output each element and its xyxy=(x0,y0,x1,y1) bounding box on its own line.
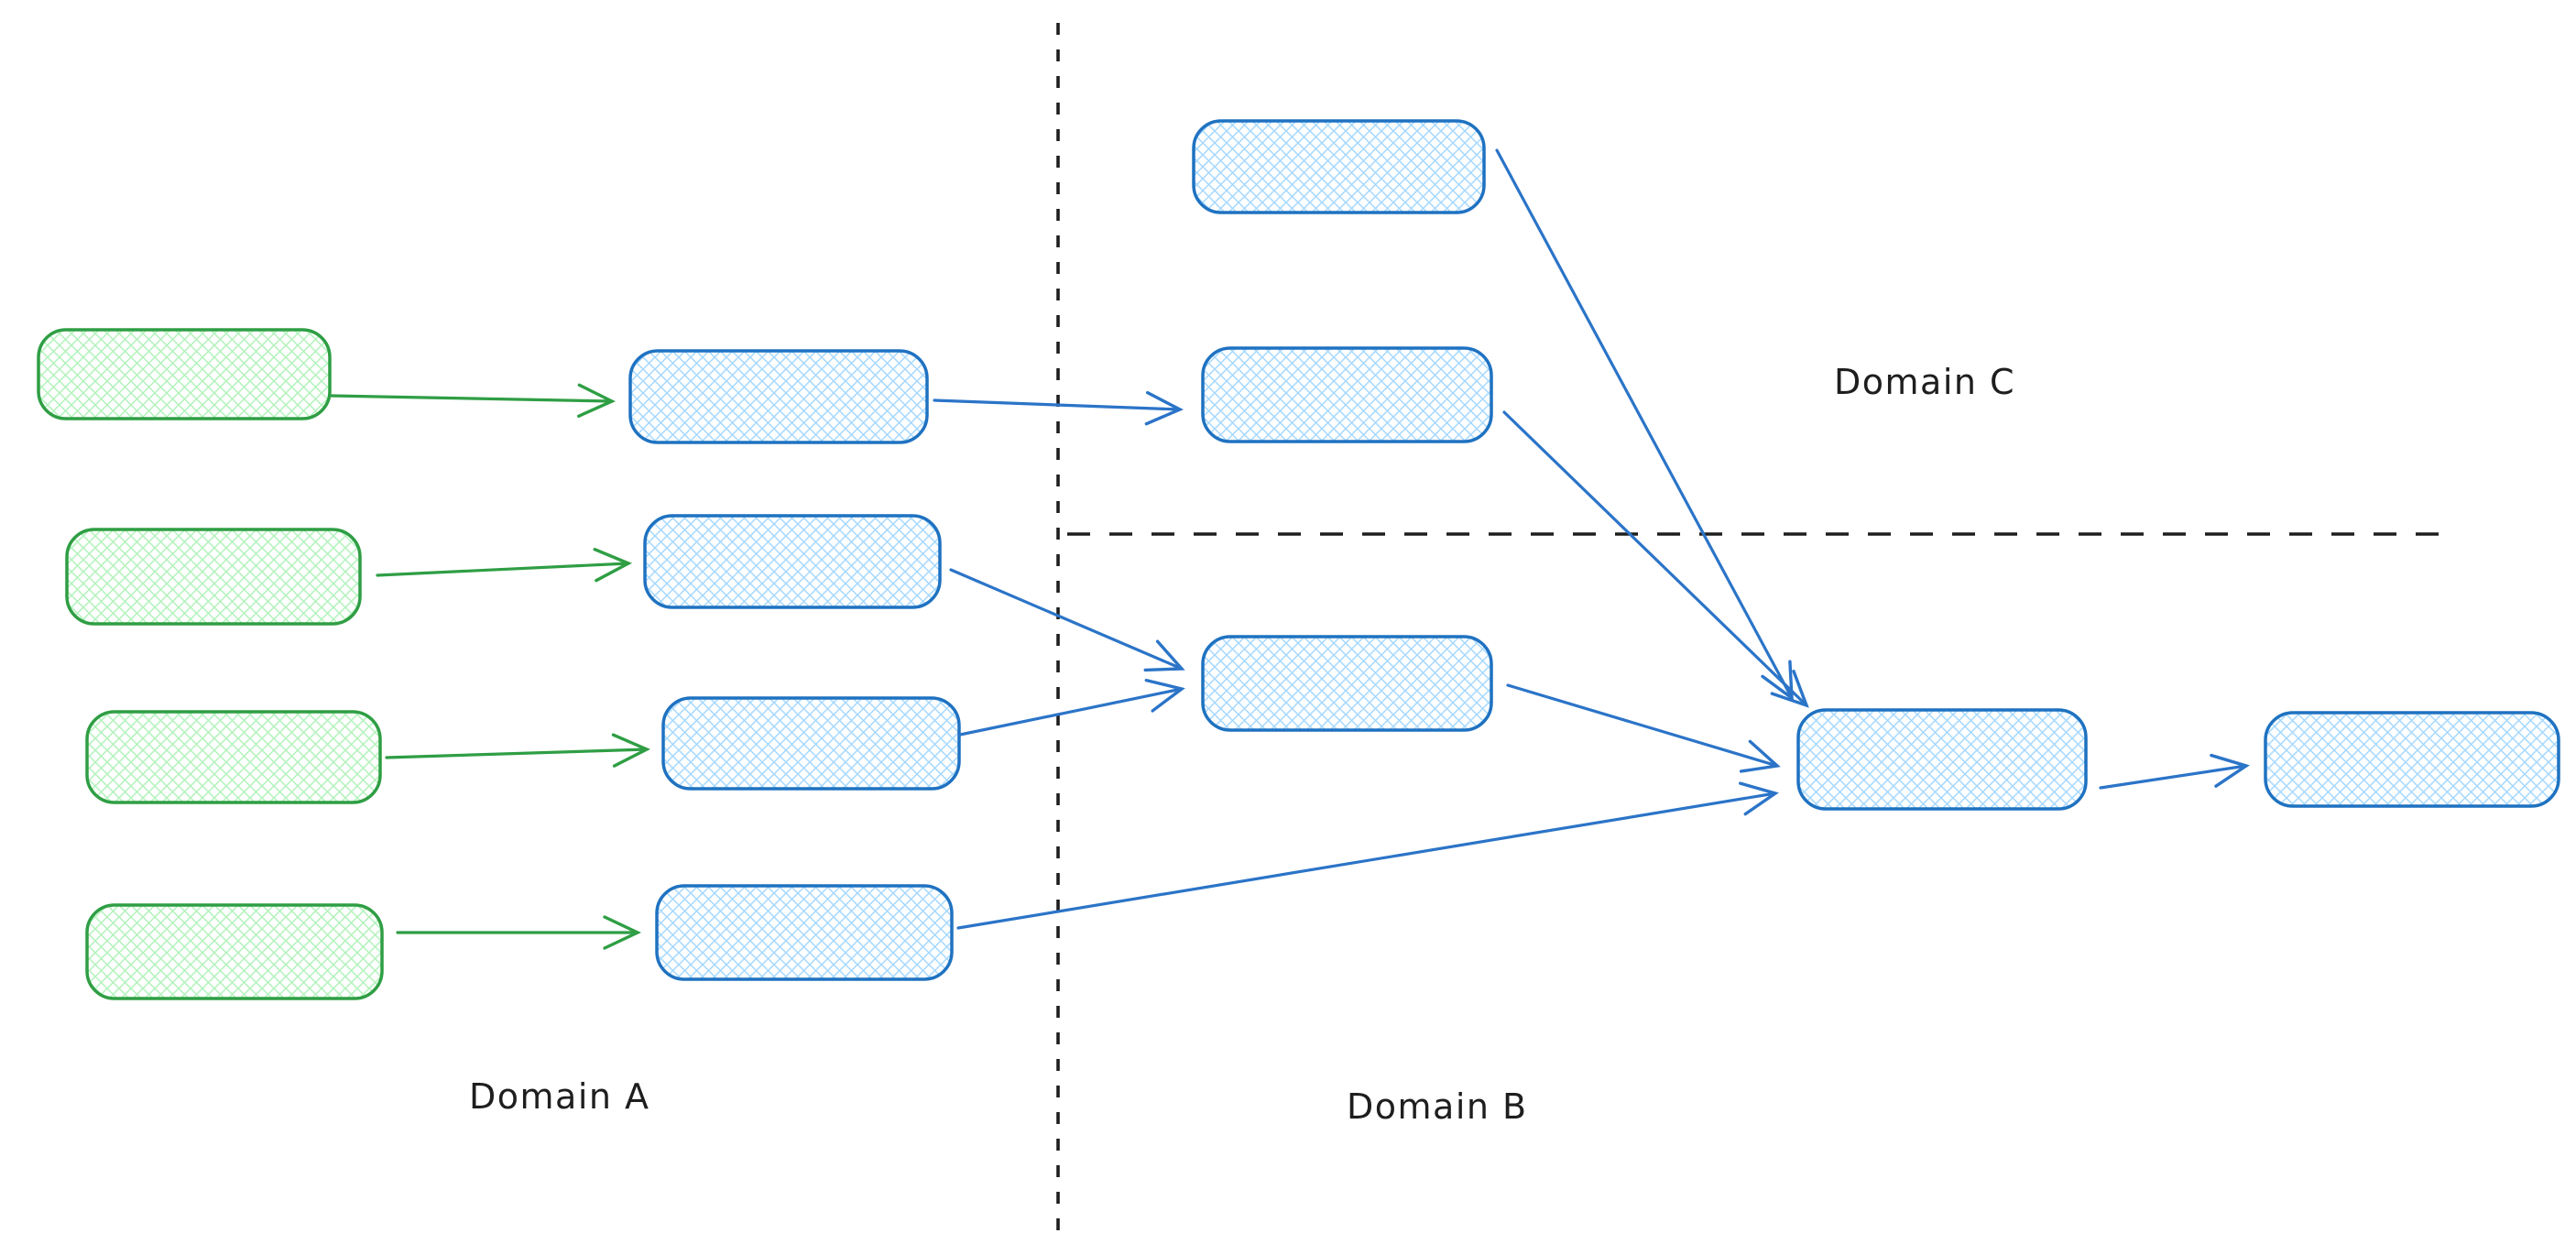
arrow-input2-to-stage2[interactable] xyxy=(376,548,632,583)
domain-b-box-left[interactable] xyxy=(1201,635,1493,732)
domain-b-label[interactable]: Domain B xyxy=(1347,1086,1528,1127)
arrow-stage4-to-merge[interactable] xyxy=(956,781,1779,930)
domain-a-stage-box-3[interactable] xyxy=(661,696,961,791)
domain-a-stage-box-4[interactable] xyxy=(655,884,954,981)
arrow-stage1-to-cmid[interactable] xyxy=(933,390,1184,426)
domain-c-box-mid[interactable] xyxy=(1201,346,1493,443)
arrow-ctop-to-merge[interactable] xyxy=(1495,148,1794,702)
domain-a-input-box-4[interactable] xyxy=(85,903,384,1000)
domain-a-label[interactable]: Domain A xyxy=(469,1076,650,1117)
arrow-stage2-to-bleft[interactable] xyxy=(949,568,1185,672)
domain-c-label[interactable]: Domain C xyxy=(1834,362,2015,402)
arrow-input3-to-stage3[interactable] xyxy=(385,733,650,768)
domain-a-input-box-3[interactable] xyxy=(85,710,382,804)
arrow-input1-to-stage1[interactable] xyxy=(330,383,616,418)
domain-c-box-top[interactable] xyxy=(1192,119,1486,214)
domain-a-input-box-2[interactable] xyxy=(65,528,362,626)
arrow-bleft-to-merge[interactable] xyxy=(1506,683,1781,773)
domain-b-merge-box[interactable] xyxy=(1796,708,2088,811)
arrow-cmid-to-merge[interactable] xyxy=(1502,410,1809,708)
domain-b-output-box[interactable] xyxy=(2264,711,2560,808)
domain-a-input-box-1[interactable] xyxy=(37,328,332,420)
arrow-merge-to-output[interactable] xyxy=(2099,753,2250,790)
arrow-stage3-to-bleft[interactable] xyxy=(958,678,1185,737)
domain-a-stage-box-2[interactable] xyxy=(643,514,942,609)
domain-a-stage-box-1[interactable] xyxy=(628,349,929,444)
